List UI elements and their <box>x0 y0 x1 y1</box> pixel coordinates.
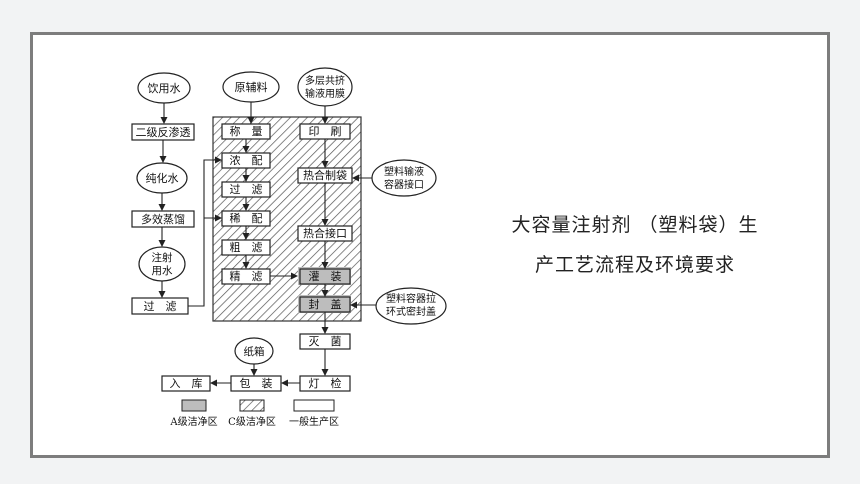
label-film-2: 输液用膜 <box>305 87 345 100</box>
label-filter2: 过 滤 <box>144 300 177 313</box>
label-seal: 封 盖 <box>309 297 342 311</box>
legend-c-label: C级洁净区 <box>228 415 276 428</box>
label-bag-port-2: 容器接口 <box>384 178 424 191</box>
label-film-1: 多层共挤 <box>305 74 345 87</box>
label-raw-material: 原辅料 <box>235 80 268 94</box>
label-multi-distill: 多效蒸馏 <box>141 212 185 226</box>
label-ring-cap-2: 环式密封盖 <box>386 305 436 318</box>
label-inj-water-2: 用水 <box>152 265 173 277</box>
label-coarse: 粗 滤 <box>230 241 263 254</box>
label-thick-mix: 浓 配 <box>230 154 263 167</box>
label-sterilize: 灭 菌 <box>309 335 342 348</box>
label-store: 入 库 <box>170 377 203 390</box>
label-dilute: 稀 配 <box>230 212 263 225</box>
legend-a-label: A级洁净区 <box>169 415 217 428</box>
label-carton: 纸箱 <box>244 345 265 358</box>
label-fine: 精 滤 <box>230 270 263 283</box>
label-bag-port-1: 塑料输液 <box>384 165 424 178</box>
label-ro: 二级反渗透 <box>136 125 191 139</box>
node-multi-distill <box>131 210 195 228</box>
label-fill: 灌 装 <box>309 270 342 283</box>
legend-general-swatch <box>293 399 335 412</box>
caption-line-2: 产工艺流程及环境要求 <box>534 254 735 276</box>
node-ring-cap <box>375 287 447 325</box>
legend-general-label: 一般生产区 <box>289 415 339 428</box>
label-filter1: 过 滤 <box>230 183 263 196</box>
label-pure-water: 纯化水 <box>146 171 179 185</box>
label-weigh: 称 量 <box>230 124 263 138</box>
legend-c-swatch <box>239 399 265 412</box>
label-pack: 包 装 <box>240 377 273 390</box>
label-drink-water: 饮用水 <box>148 82 181 95</box>
label-print: 印 刷 <box>309 125 342 138</box>
legend-a-swatch <box>181 399 207 412</box>
label-heat-port: 热合接口 <box>303 226 347 240</box>
label-inspect: 灯 检 <box>309 376 342 390</box>
node-film <box>297 67 353 107</box>
label-ring-cap-1: 塑料容器拉 <box>386 292 436 305</box>
label-inj-water-1: 注射 <box>152 251 173 264</box>
caption-line-1: 大容量注射剂 （塑料袋）生 <box>511 214 759 236</box>
label-heat-bag: 热合制袋 <box>303 168 347 182</box>
